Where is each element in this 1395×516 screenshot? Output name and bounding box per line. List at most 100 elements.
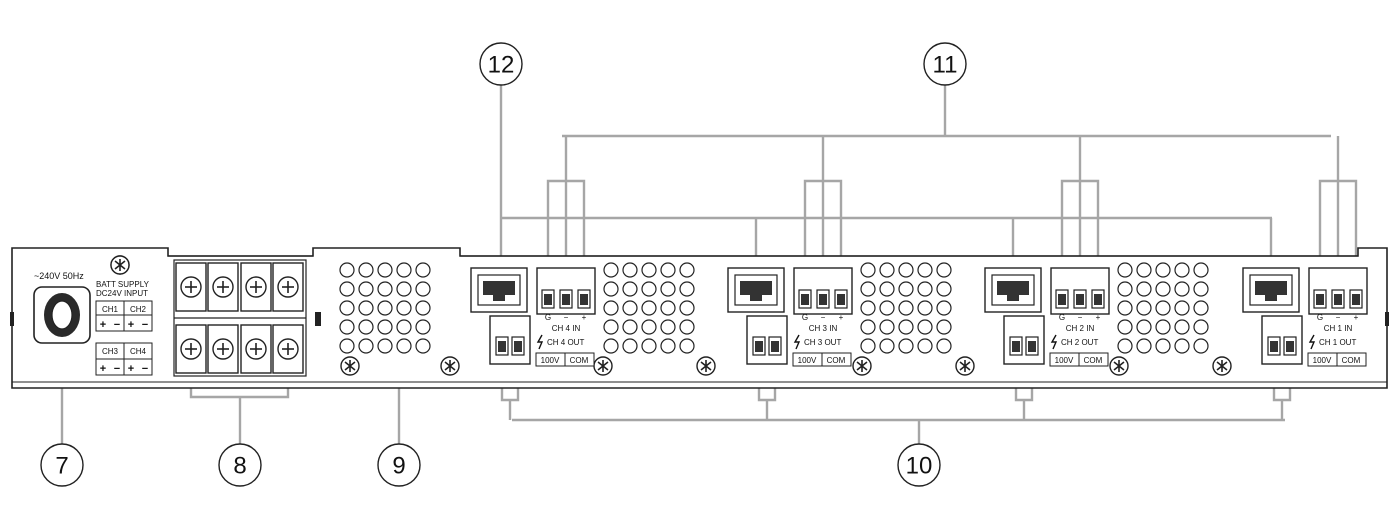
vent-hole (898, 319, 914, 335)
terminal-pin (1009, 336, 1023, 356)
vent-hole (622, 262, 638, 278)
vent-hole (1117, 319, 1133, 335)
vent-hole (660, 338, 676, 354)
terminal-pin (752, 336, 766, 356)
vent-hole (1117, 262, 1133, 278)
vent-hole (603, 338, 619, 354)
pin-label: + (839, 313, 844, 322)
vent-hole (377, 281, 393, 297)
vent-hole (1136, 262, 1152, 278)
mounting-screw-icon (696, 356, 716, 376)
batt-ch2-label: CH2 (130, 305, 147, 314)
terminal-pin (1349, 289, 1363, 309)
vent-hole (641, 262, 657, 278)
vent-hole (415, 338, 431, 354)
mounting-screw-icon (440, 356, 460, 376)
vent-hole (1193, 300, 1209, 316)
channel-in-label: CH 4 IN (552, 324, 581, 333)
callouts: 7 8 9 10 11 12 (40, 42, 967, 487)
vent-hole (377, 300, 393, 316)
vent-hole (396, 262, 412, 278)
vent-hole (1155, 262, 1171, 278)
vent-hole (936, 262, 952, 278)
channel-out-label: CH 2 OUT (1061, 338, 1098, 347)
lightning-icon (536, 334, 544, 350)
batt-supply-section: BATT SUPPLY DC24V INPUT CH1 CH2 CH3 CH4 … (95, 280, 153, 376)
vent-hole (660, 319, 676, 335)
batt-minus: − (142, 319, 148, 331)
rj45-port-icon (470, 267, 528, 313)
vent-hole (377, 319, 393, 335)
pin-label: − (1078, 313, 1083, 322)
vent-hole (1174, 281, 1190, 297)
speaker-terminal-top (272, 262, 304, 312)
callout-7: 7 (40, 443, 84, 487)
vent-hole (415, 319, 431, 335)
batt-ch1-label: CH1 (102, 305, 119, 314)
terminal-pin (816, 289, 830, 309)
out-tag-100v: 100V (541, 356, 560, 365)
out-tag-com: COM (827, 356, 846, 365)
batt-plus: + (128, 319, 134, 331)
speaker-terminal-bottom (175, 324, 207, 374)
vent-hole (622, 281, 638, 297)
channel-out-label: CH 3 OUT (804, 338, 841, 347)
rj45-port-icon (1242, 267, 1300, 313)
vent-hole (1136, 300, 1152, 316)
vent-hole (898, 338, 914, 354)
vent-hole (603, 300, 619, 316)
pin-label: G (545, 313, 551, 322)
vent-hole (377, 262, 393, 278)
vent-hole (1193, 338, 1209, 354)
vent-hole (1155, 281, 1171, 297)
terminal-pin (495, 336, 509, 356)
batt-ch3-label: CH3 (102, 347, 119, 356)
vent-hole (603, 319, 619, 335)
vent-hole (603, 262, 619, 278)
out-tag-100v: 100V (798, 356, 817, 365)
vent-hole (860, 262, 876, 278)
vent-hole (879, 281, 895, 297)
callout-10: 10 (897, 443, 941, 487)
channel-out-label: CH 1 OUT (1319, 338, 1356, 347)
vent-hole (358, 300, 374, 316)
vent-hole (917, 300, 933, 316)
vent-hole (1136, 281, 1152, 297)
vent-hole (1136, 338, 1152, 354)
vent-hole (679, 281, 695, 297)
svg-text:9: 9 (392, 453, 405, 480)
vent-hole (641, 338, 657, 354)
mounting-screw-icon (955, 356, 975, 376)
callout-11: 11 (923, 42, 967, 86)
channel-in-label: CH 1 IN (1324, 324, 1353, 333)
vent-hole (936, 281, 952, 297)
pin-label: − (564, 313, 569, 322)
vent-hole (660, 300, 676, 316)
vent-hole (660, 262, 676, 278)
vent-hole (1174, 338, 1190, 354)
vent-hole (660, 281, 676, 297)
vent-hole (860, 338, 876, 354)
vent-hole (936, 338, 952, 354)
speaker-terminal-bottom (272, 324, 304, 374)
vent-hole (898, 262, 914, 278)
vent-hole (641, 281, 657, 297)
speaker-terminal-top (240, 262, 272, 312)
svg-text:10: 10 (906, 453, 933, 480)
terminal-pin (511, 336, 525, 356)
vent-hole (377, 338, 393, 354)
vent-hole (1136, 319, 1152, 335)
terminal-pin (1073, 289, 1087, 309)
batt-label-line1: BATT SUPPLY (96, 280, 150, 289)
vent-hole (415, 300, 431, 316)
channel-out-label: CH 4 OUT (547, 338, 584, 347)
pin-label: + (1354, 313, 1359, 322)
vent-hole (860, 300, 876, 316)
batt-plus: + (128, 363, 134, 375)
vent-hole (879, 300, 895, 316)
vent-hole (622, 338, 638, 354)
